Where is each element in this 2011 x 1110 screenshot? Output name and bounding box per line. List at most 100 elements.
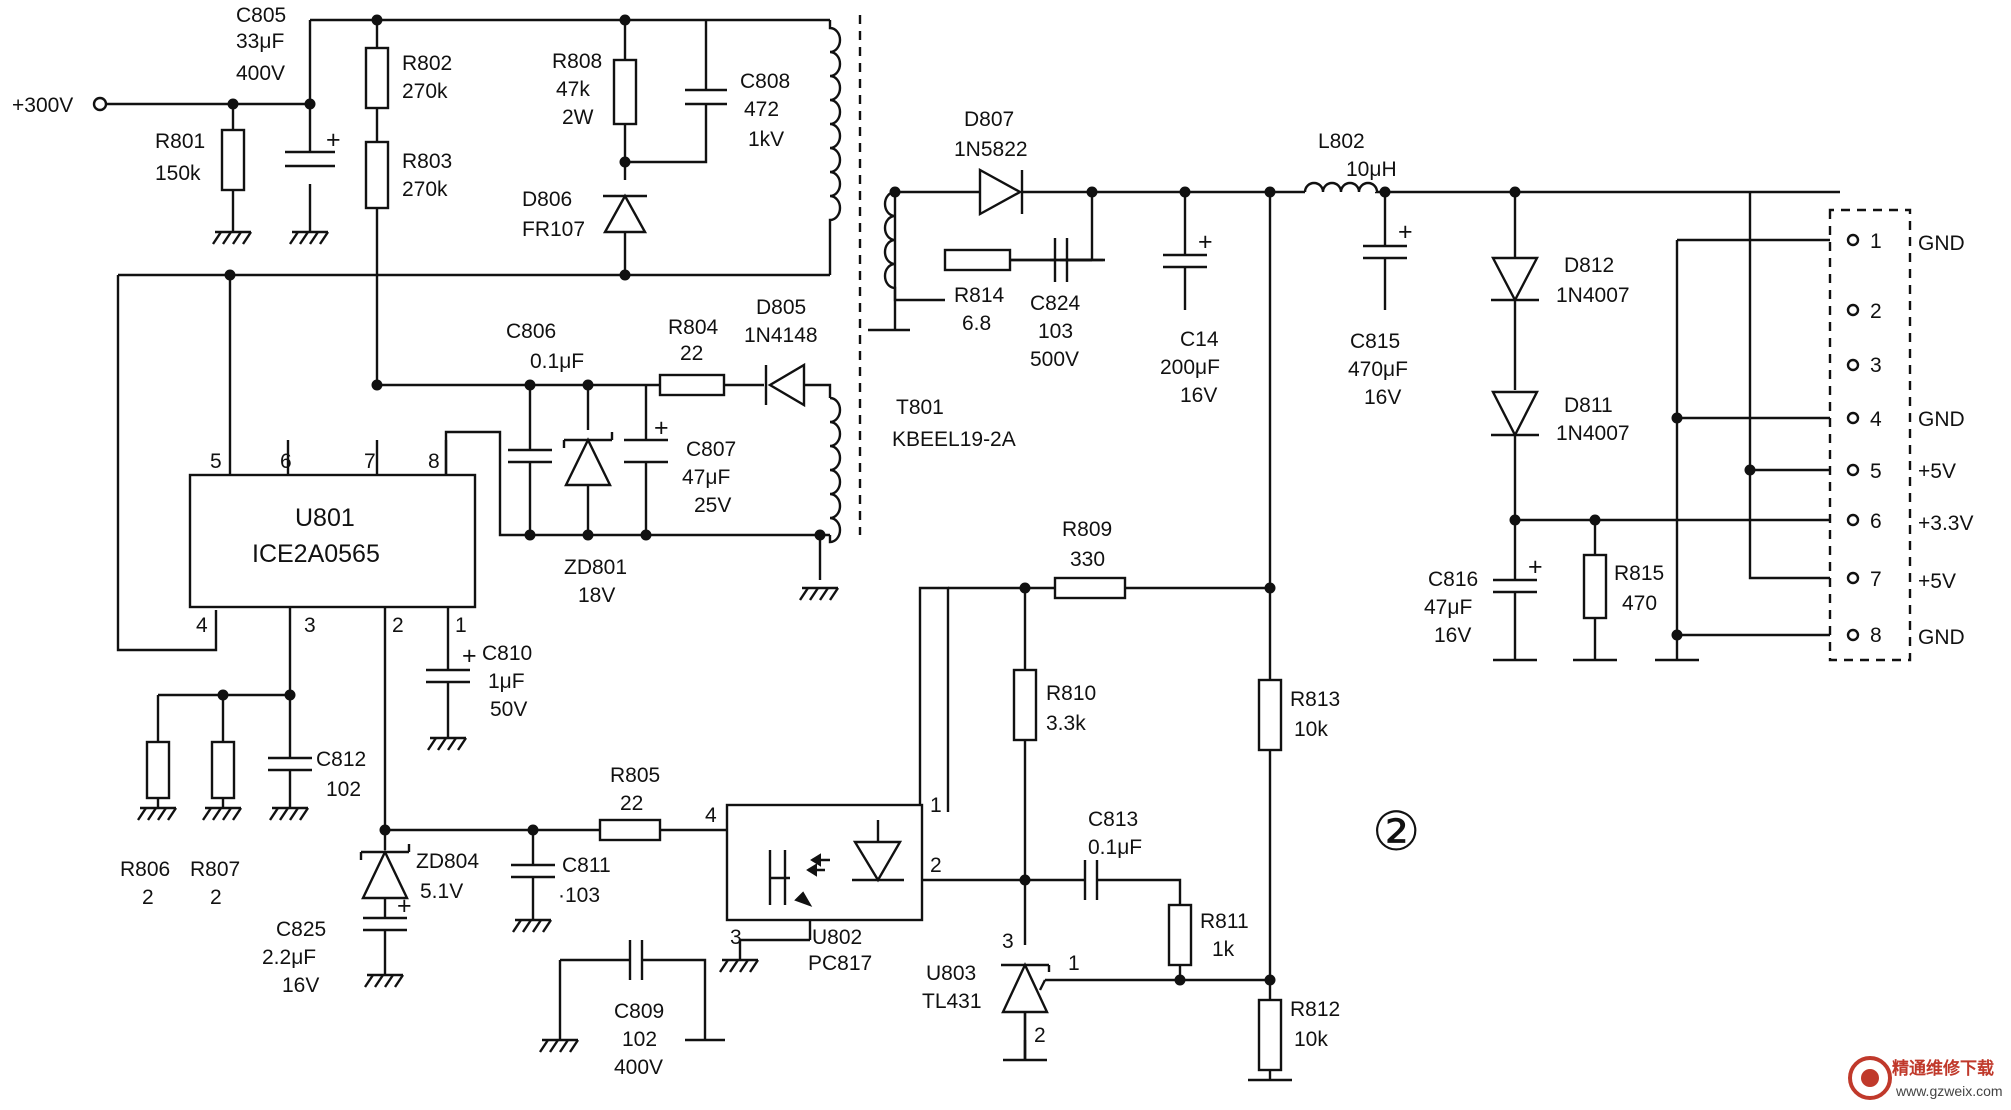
svg-text:500V: 500V (1030, 348, 1079, 371)
svg-text:+3.3V: +3.3V (1918, 512, 1973, 535)
label-D805: D805 1N4148 (744, 296, 818, 347)
label-R808: R808 47k 2W (552, 50, 602, 129)
svg-text:ICE2A0565: ICE2A0565 (252, 540, 380, 568)
svg-text:C807: C807 (686, 438, 736, 461)
svg-text:GND: GND (1918, 408, 1965, 431)
label-R804: R804 22 (668, 316, 719, 365)
svg-text:1: 1 (1068, 952, 1080, 975)
svg-text:+: + (462, 642, 477, 670)
svg-text:+5V: +5V (1918, 570, 1956, 593)
svg-text:16V: 16V (282, 974, 319, 997)
svg-text:FR107: FR107 (522, 218, 585, 241)
D806-symbol (602, 193, 648, 234)
svg-text:3: 3 (1002, 930, 1014, 953)
svg-text:7: 7 (1870, 568, 1882, 591)
svg-text:R810: R810 (1046, 682, 1096, 705)
U801-ic-body (188, 473, 477, 609)
label-C825: C825 2.2μF 16V (262, 918, 326, 997)
svg-text:7: 7 (364, 450, 376, 473)
svg-text:+5V: +5V (1918, 460, 1956, 483)
figure-mark: ② (1372, 802, 1420, 862)
svg-text:150k: 150k (155, 162, 201, 185)
svg-text:C811: C811 (562, 854, 611, 877)
svg-text:www.gzweix.com: www.gzweix.com (1895, 1083, 2003, 1099)
label-ZD801: ZD801 18V (564, 556, 627, 607)
svg-text:472: 472 (744, 98, 779, 121)
svg-text:+: + (1198, 228, 1213, 256)
svg-text:D805: D805 (756, 296, 806, 319)
svg-text:102: 102 (622, 1028, 657, 1051)
C813-symbol (1083, 860, 1099, 900)
D805-symbol (764, 362, 806, 408)
svg-text:8: 8 (428, 450, 440, 473)
svg-text:C805: C805 (236, 4, 286, 27)
svg-text:16V: 16V (1180, 384, 1217, 407)
L802-inductor (1303, 181, 1379, 193)
svg-text:22: 22 (680, 342, 703, 365)
svg-text:2.2μF: 2.2μF (262, 946, 316, 969)
svg-text:5.1V: 5.1V (420, 880, 463, 903)
svg-text:R814: R814 (954, 284, 1005, 307)
R804-symbol (658, 373, 726, 397)
svg-text:C813: C813 (1088, 808, 1138, 831)
label-C824: C824 103 500V (1030, 292, 1081, 371)
R814-symbol (943, 248, 1012, 272)
svg-text:D811: D811 (1564, 394, 1613, 417)
svg-text:R802: R802 (402, 52, 452, 75)
svg-text:470μF: 470μF (1348, 358, 1408, 381)
R807-symbol (210, 740, 236, 800)
svg-text:+: + (654, 414, 669, 442)
D812-symbol (1491, 256, 1539, 303)
C806-symbol (508, 448, 552, 464)
label-C809: C809 102 400V (614, 1000, 664, 1079)
label-C811: C811 ·103 (558, 854, 611, 907)
svg-text:C806: C806 (506, 320, 556, 343)
label-R803: R803 270k (402, 150, 452, 201)
svg-text:2: 2 (930, 854, 942, 877)
label-R806: R806 2 (120, 858, 170, 909)
R806-symbol (145, 740, 171, 800)
svg-text:22: 22 (620, 792, 643, 815)
svg-text:R805: R805 (610, 764, 660, 787)
label-R815: R815 470 (1614, 562, 1664, 615)
svg-text:R804: R804 (668, 316, 719, 339)
label-C805: C805 33μF 400V (236, 4, 286, 85)
C825-symbol: + (363, 892, 412, 989)
svg-text:10k: 10k (1294, 1028, 1328, 1051)
connector-pin-labels: 1 GND 2 3 4 GND 5 +5V 6 +3.3V 7 +5V 8 GN… (1870, 230, 1973, 649)
svg-text:3: 3 (730, 926, 742, 949)
svg-text:8: 8 (1870, 624, 1882, 647)
D811-symbol (1491, 390, 1539, 438)
svg-text:270k: 270k (402, 80, 448, 103)
svg-text:2: 2 (392, 614, 404, 637)
label-C812: C812 102 (316, 748, 366, 801)
svg-text:T801: T801 (896, 396, 944, 419)
svg-text:R812: R812 (1290, 998, 1340, 1021)
svg-text:5: 5 (210, 450, 222, 473)
svg-text:0.1μF: 0.1μF (530, 350, 584, 373)
R805-symbol (598, 818, 662, 842)
label-R809: R809 330 (1062, 518, 1112, 571)
svg-text:50V: 50V (490, 698, 527, 721)
C812-symbol (268, 756, 312, 772)
svg-text:R811: R811 (1200, 910, 1249, 933)
label-U801: U801 ICE2A0565 5 6 7 8 4 3 2 1 (196, 450, 467, 637)
svg-text:精通维修下载: 精通维修下载 (1892, 1058, 1994, 1078)
svg-text:400V: 400V (614, 1056, 663, 1079)
C815-symbol: + (1363, 218, 1413, 260)
svg-text:18V: 18V (578, 584, 615, 607)
svg-text:C825: C825 (276, 918, 326, 941)
svg-text:200μF: 200μF (1160, 356, 1220, 379)
svg-text:4: 4 (1870, 408, 1882, 431)
svg-text:+: + (1398, 218, 1413, 246)
svg-text:C816: C816 (1428, 568, 1478, 591)
svg-text:330: 330 (1070, 548, 1105, 571)
T801-primary-winding (828, 15, 910, 544)
label-R805: R805 22 (610, 764, 660, 815)
C805-symbol: + (285, 126, 341, 246)
svg-text:R815: R815 (1614, 562, 1664, 585)
R813-symbol (1257, 678, 1283, 752)
R812-symbol (1257, 998, 1283, 1072)
svg-text:·103: ·103 (558, 884, 600, 907)
label-C14: C14 200μF 16V (1160, 328, 1220, 407)
